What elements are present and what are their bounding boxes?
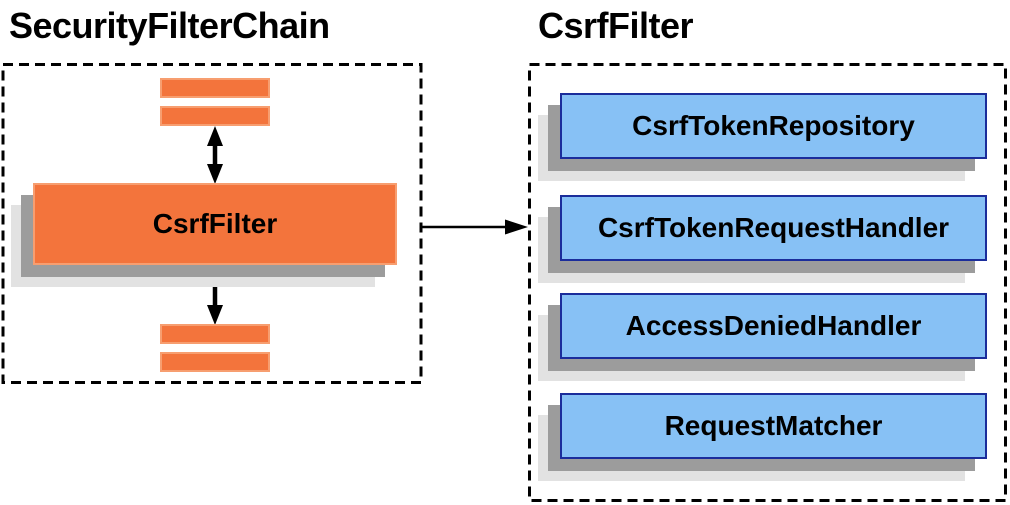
component-csrf-token-request-handler: CsrfTokenRequestHandler — [560, 195, 987, 261]
component-label: CsrfTokenRequestHandler — [597, 212, 950, 243]
component-label: RequestMatcher — [664, 410, 883, 441]
component-label: AccessDeniedHandler — [625, 310, 922, 341]
csrf-filter-title: CsrfFilter — [538, 5, 694, 46]
double-arrow-vertical-top-icon — [207, 126, 223, 184]
security-filter-chain-title: SecurityFilterChain — [9, 5, 330, 46]
security-filter-chain-dashed-box — [1, 63, 423, 384]
filter-placeholder-bar — [160, 324, 270, 344]
arrow-right-icon — [422, 219, 528, 235]
component-request-matcher: RequestMatcher — [560, 393, 987, 459]
csrf-filter-node-label: CsrfFilter — [152, 208, 278, 239]
component-csrf-token-repository: CsrfTokenRepository — [560, 93, 987, 159]
double-arrow-vertical-bottom-icon — [207, 265, 223, 325]
filter-placeholder-bar — [160, 352, 270, 372]
csrf-filter-node: CsrfFilter — [33, 183, 397, 265]
component-label: CsrfTokenRepository — [632, 110, 915, 141]
csrf-filter-dashed-box — [528, 63, 1007, 502]
filter-placeholder-bar — [160, 106, 270, 126]
filter-placeholder-bar — [160, 78, 270, 98]
component-access-denied-handler: AccessDeniedHandler — [560, 293, 987, 359]
